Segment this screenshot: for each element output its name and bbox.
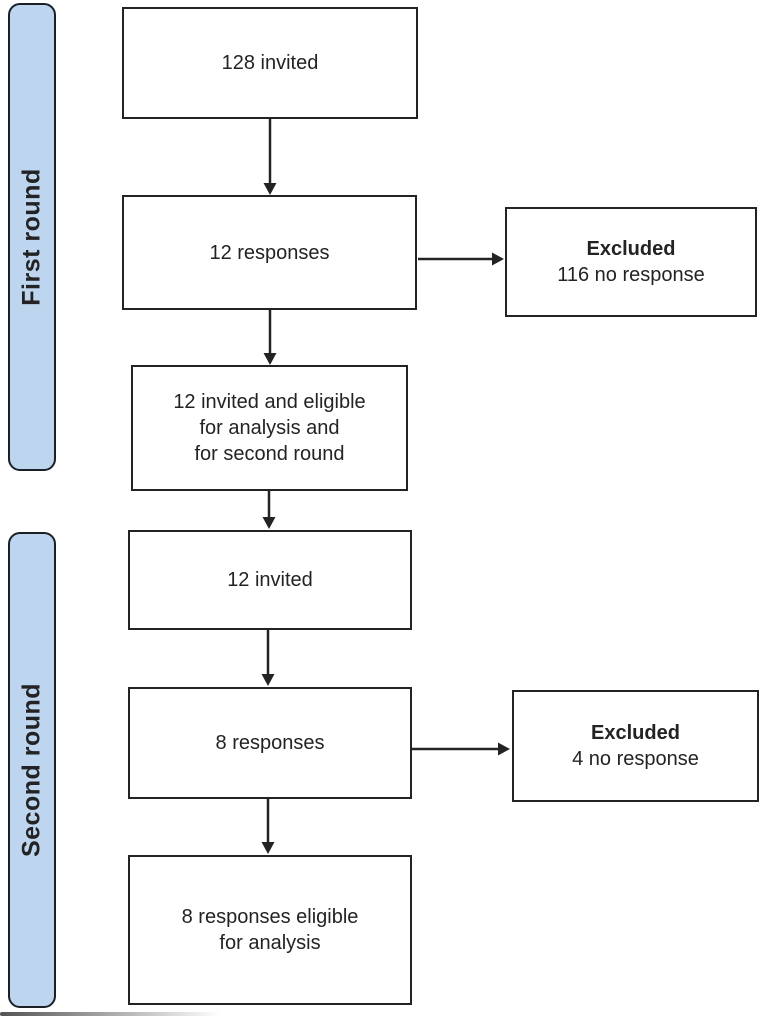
arrow-responses-first-to-eligible-first [263, 310, 277, 365]
node-eligible-first-round: 12 invited and eligible for analysis and… [131, 365, 408, 491]
arrow-invited-second-to-responses-second [261, 630, 275, 686]
arrow-invited-first-to-responses-first [263, 119, 277, 195]
node-invited-first-round: 128 invited [122, 7, 418, 119]
arrow-responses-second-to-excluded-second [412, 742, 510, 756]
node-responses-second-round: 8 responses [128, 687, 412, 799]
node-responses-first-round: 12 responses [122, 195, 417, 310]
node-excluded-second-round-title: Excluded [591, 722, 680, 744]
arrow-responses-second-to-eligible-second [261, 799, 275, 854]
node-excluded-first-round-title: Excluded [586, 238, 676, 260]
node-invited-first-round-text: 128 invited [221, 52, 319, 74]
node-excluded-second-round: Excluded 4 no response [512, 690, 759, 802]
band-second-round-label: Second round [17, 682, 46, 858]
node-excluded-second-round-detail: 4 no response [572, 748, 699, 770]
arrow-responses-first-to-excluded-first [418, 252, 504, 266]
node-excluded-first-round-detail: 116 no response [557, 264, 705, 286]
node-invited-second-round-text: 12 invited [227, 569, 313, 591]
arrow-eligible-first-to-invited-second [262, 491, 276, 529]
scan-artifact [0, 1012, 220, 1016]
node-responses-first-round-text: 12 responses [209, 241, 330, 264]
band-first-round: First round [8, 3, 56, 471]
node-eligible-second-round: 8 responses eligible for analysis [128, 855, 412, 1005]
node-eligible-second-round-text: 8 responses eligible for analysis [181, 906, 359, 954]
band-second-round: Second round [8, 532, 56, 1008]
node-invited-second-round: 12 invited [128, 530, 412, 630]
node-eligible-first-round-text: 12 invited and eligible for analysis and… [173, 391, 366, 465]
band-first-round-label: First round [17, 168, 46, 306]
node-responses-second-round-text: 8 responses [215, 732, 325, 754]
node-excluded-first-round: Excluded 116 no response [505, 207, 757, 317]
